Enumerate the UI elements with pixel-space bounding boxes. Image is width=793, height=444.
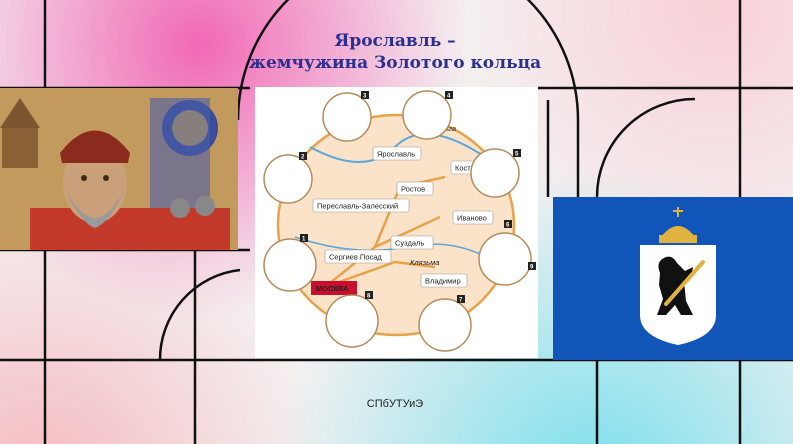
title-line-2: жемчужина Золотого кольца	[248, 53, 542, 73]
city-label: Сергиев Посад	[329, 253, 382, 262]
badge: 9	[530, 265, 534, 271]
city-label: Переславль-Залесский	[317, 202, 398, 211]
city-suzdal: Суздаль	[390, 235, 434, 250]
landmark-badges: 1 2 3 4 5 6 7 8 9	[299, 91, 536, 304]
yaroslavl-coat-of-arms	[553, 197, 793, 360]
badge: 7	[459, 298, 463, 304]
city-moscow: МОСКВА	[311, 281, 357, 295]
city-label: Владимир	[425, 277, 461, 286]
city-label: МОСКВА	[316, 284, 349, 293]
badge: 5	[515, 152, 519, 158]
city-vladimir: Владимир	[420, 273, 468, 288]
city-label: Иваново	[457, 214, 487, 223]
city-rostov: Ростов	[396, 181, 434, 196]
badge: 2	[301, 155, 305, 161]
city-label: Ярославль	[377, 150, 415, 159]
city-ivanovo: Иваново	[452, 210, 494, 225]
city-label: Суздаль	[395, 239, 424, 248]
yaroslav-portrait-image	[0, 88, 238, 250]
organization-footer: СПбУТУиЭ	[366, 398, 424, 410]
city-label: Ростов	[401, 185, 425, 194]
title-line-1: Ярославль –	[334, 31, 456, 51]
city-yaroslavl: Ярославль	[372, 146, 422, 161]
city-pereslavl-zalessky: Переславль-Залесский	[312, 198, 410, 213]
badge: 8	[367, 294, 371, 300]
landmark-photos	[263, 90, 532, 352]
badge: 6	[506, 223, 510, 229]
badge: 1	[302, 237, 306, 243]
badge: 4	[447, 94, 451, 100]
golden-ring-map: Волга Клязьма Ярославль Кострома Ростов …	[255, 87, 538, 358]
city-sergiev-posad: Сергиев Посад	[324, 249, 392, 264]
badge: 3	[363, 94, 367, 100]
river-label-klyazma: Клязьма	[410, 258, 439, 267]
slide-title: Ярославль – жемчужина Золотого кольца	[240, 30, 550, 74]
